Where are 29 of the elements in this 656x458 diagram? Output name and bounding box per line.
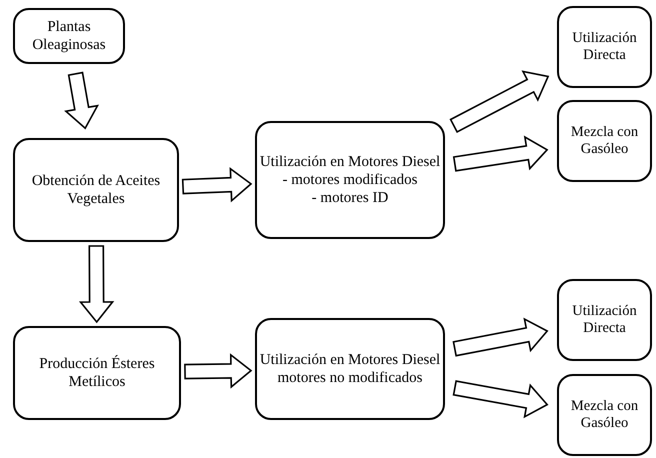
box-text: Utilización Directa [571, 303, 638, 337]
process-box [13, 138, 179, 242]
box-text: motores no modificados [278, 369, 422, 387]
process-box [255, 318, 445, 420]
block-arrow [184, 353, 252, 389]
block-arrow [450, 70, 550, 133]
box-text: Utilización en Motores Diesel [260, 351, 440, 369]
block-arrow [64, 72, 99, 130]
box-text: Utilización Directa [571, 30, 638, 64]
block-arrow [452, 135, 548, 172]
process-box [255, 121, 445, 239]
box-text: Mezcla con Gasóleo [570, 124, 640, 158]
block-arrow [452, 318, 548, 357]
block-arrow [78, 245, 114, 324]
box-text: Obtención de Aceites Vegetales [30, 172, 162, 208]
box-text: Producción Ésteres Metílicos [38, 355, 156, 391]
process-box [557, 374, 652, 456]
box-text: Mezcla con Gasóleo [570, 398, 640, 432]
process-box [557, 279, 652, 361]
process-box [13, 326, 181, 420]
process-box [557, 6, 652, 88]
box-text: - motores modificados [282, 171, 418, 189]
box-text: Plantas Oleaginosas [31, 18, 107, 54]
box-text: Utilización en Motores Diesel [260, 153, 440, 171]
box-text: - motores ID [312, 189, 388, 207]
block-arrow [452, 380, 548, 418]
process-box [13, 8, 125, 64]
block-arrow [182, 167, 252, 202]
process-box [557, 100, 652, 182]
